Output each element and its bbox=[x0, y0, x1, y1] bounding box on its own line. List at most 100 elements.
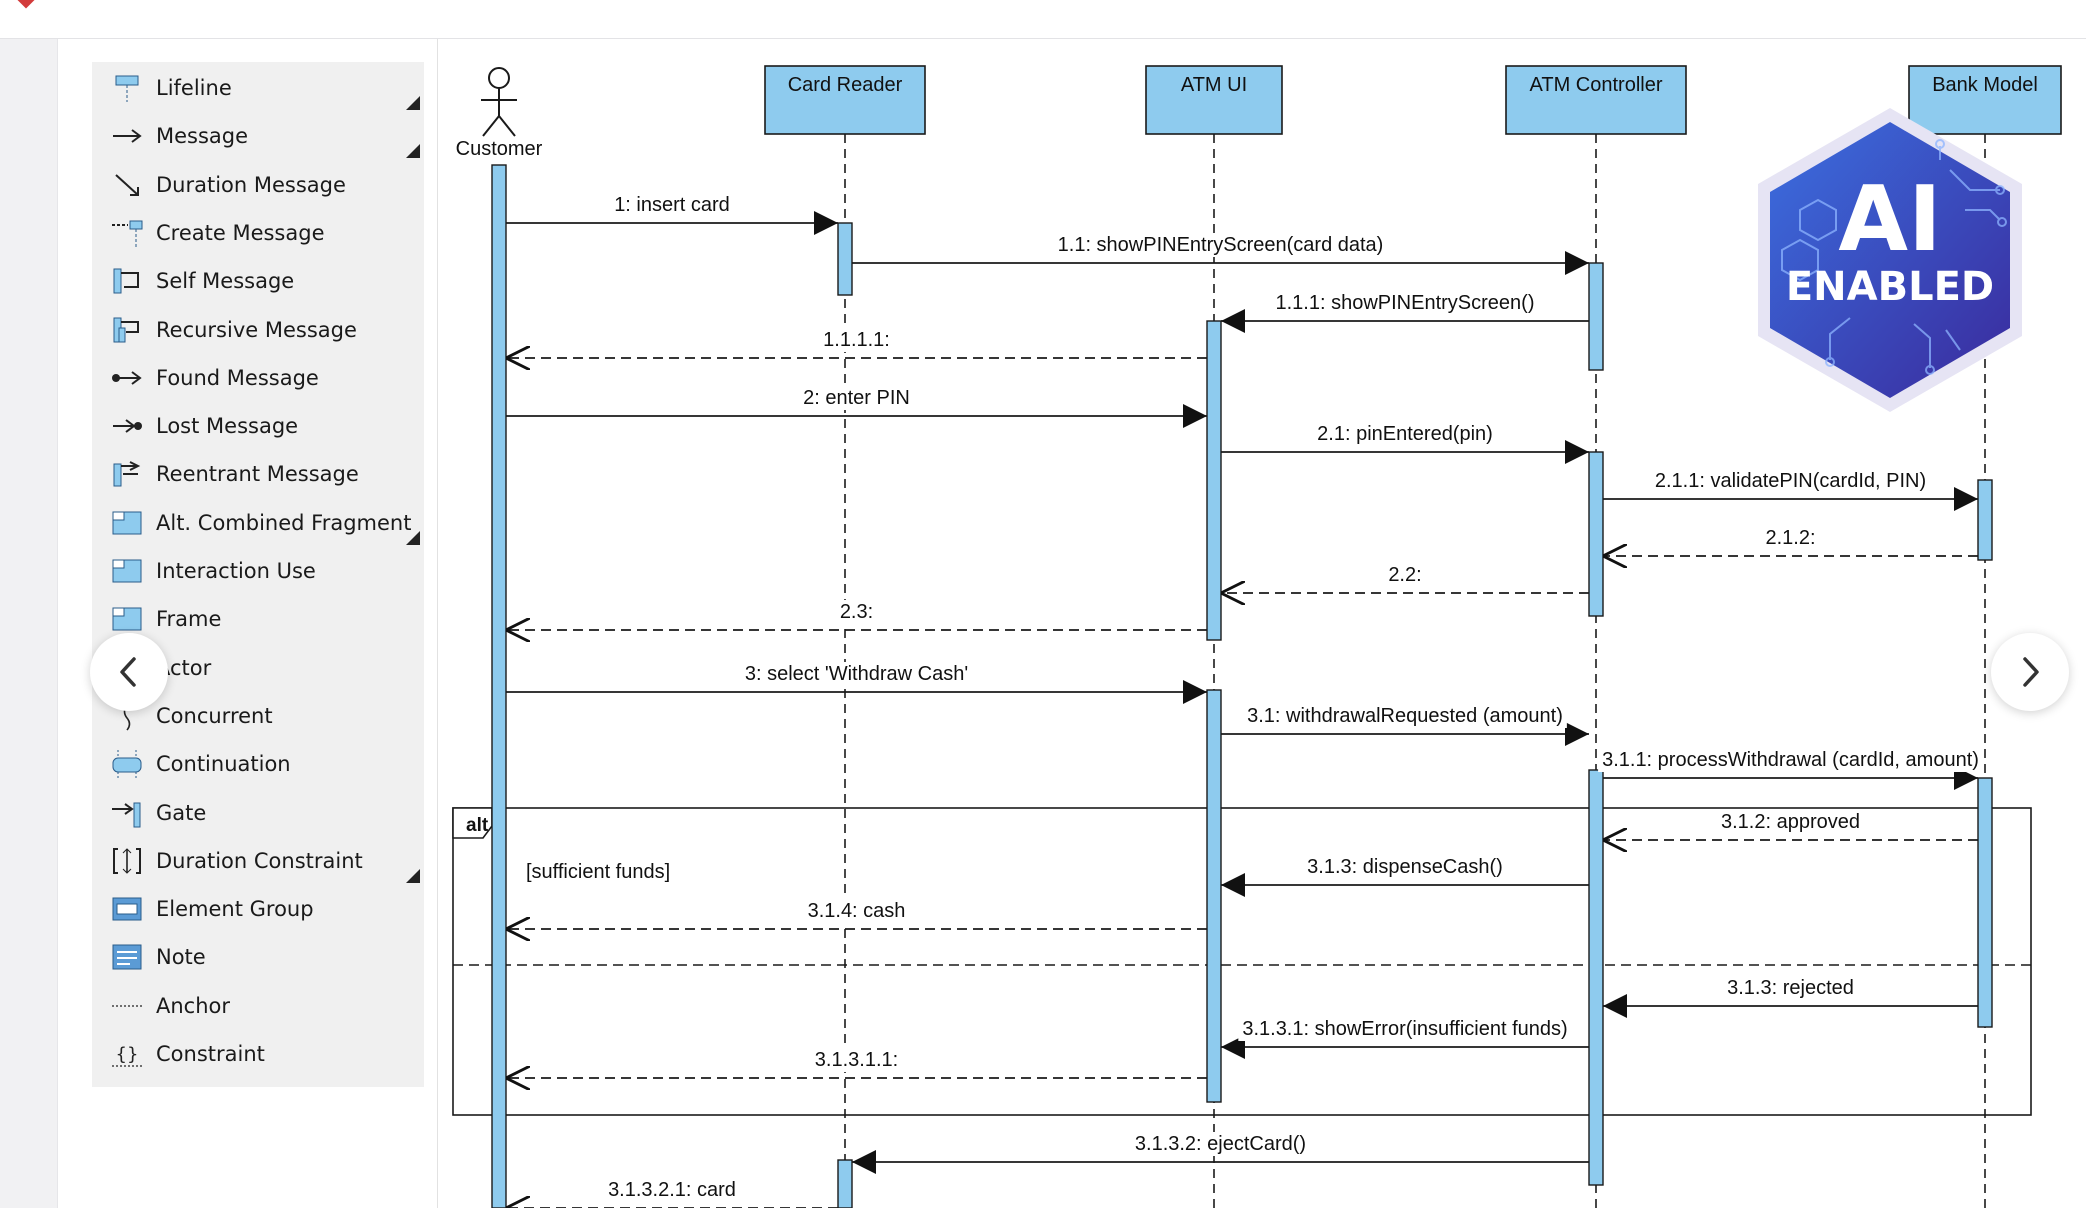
message-3-1-3-2-1-card[interactable]: 3.1.3.2.1: card bbox=[506, 1178, 838, 1208]
badge-line-1: AI bbox=[1838, 167, 1941, 272]
constraint-icon: {} bbox=[112, 1044, 142, 1067]
palette-item-lifeline[interactable]: Lifeline bbox=[92, 66, 424, 110]
interaction-use-icon bbox=[112, 559, 142, 583]
palette-item-label: Lost Message bbox=[156, 414, 299, 439]
message-3-select-withdraw-cash[interactable]: 3: select 'Withdraw Cash' bbox=[506, 662, 1207, 704]
submenu-indicator-icon[interactable] bbox=[406, 144, 420, 159]
palette-item-note[interactable]: Note bbox=[92, 935, 424, 979]
palette-item-label: Continuation bbox=[156, 752, 291, 777]
palette-item-concurrent[interactable]: Concurrent bbox=[92, 694, 424, 738]
palette-item-label: Found Message bbox=[156, 365, 319, 390]
message-3-1-1-processwithdrawal-cardid-amount[interactable]: 3.1.1: processWithdrawal (cardId, amount… bbox=[1598, 748, 1983, 790]
palette-item-label: Anchor bbox=[156, 993, 231, 1018]
self-message-icon bbox=[113, 268, 139, 294]
combined-fragment-icon bbox=[112, 511, 142, 535]
palette-item-create-message[interactable]: Create Message bbox=[92, 211, 424, 255]
frame-icon bbox=[112, 607, 142, 631]
message-1-1-1-showpinentryscreen[interactable]: 1.1.1: showPINEntryScreen() bbox=[1221, 291, 1589, 333]
message-2-enter-pin[interactable]: 2: enter PIN bbox=[506, 386, 1207, 428]
palette-item-anchor[interactable]: Anchor bbox=[92, 984, 424, 1028]
submenu-indicator-icon[interactable] bbox=[406, 96, 420, 110]
palette-item-element-group[interactable]: Element Group bbox=[92, 887, 424, 931]
activation-bar-atm-ui bbox=[1206, 689, 1222, 1103]
message-3-1-3-2-ejectcard[interactable]: 3.1.3.2: ejectCard() bbox=[852, 1132, 1589, 1174]
message-arrow-icon bbox=[113, 129, 142, 144]
message-1-insert-card[interactable]: 1: insert card bbox=[506, 193, 838, 235]
recursive-message-icon bbox=[113, 317, 139, 342]
palette-item-recursive-message[interactable]: Recursive Message bbox=[92, 308, 424, 352]
lifeline-head-box bbox=[764, 65, 926, 135]
message-3-1-3-rejected[interactable]: 3.1.3: rejected bbox=[1603, 976, 1978, 1018]
top-bar bbox=[0, 0, 2086, 39]
lifeline-head-box bbox=[1505, 65, 1687, 135]
palette-item-label: Concurrent bbox=[156, 703, 273, 728]
submenu-indicator-icon[interactable] bbox=[406, 868, 420, 883]
activation-bar-atm-controller bbox=[1588, 769, 1604, 1186]
note-icon bbox=[112, 944, 142, 970]
message-label-bg bbox=[1384, 563, 1426, 587]
duration-message-icon bbox=[115, 173, 139, 196]
palette-item-duration-constraint[interactable]: Duration Constraint bbox=[92, 839, 424, 883]
palette-item-gate[interactable]: Gate bbox=[92, 791, 424, 835]
message-label: 3.1.3: rejected bbox=[1727, 977, 1854, 999]
message-2-3[interactable]: 2.3: bbox=[506, 600, 1207, 630]
lifeline-label: ATM UI bbox=[1181, 74, 1247, 96]
message-1-1-showpinentryscreen-card-data[interactable]: 1.1: showPINEntryScreen(card data) bbox=[852, 233, 1589, 275]
message-label: 3: select 'Withdraw Cash' bbox=[745, 663, 968, 685]
message-label: 3.1.3: dispenseCash() bbox=[1307, 856, 1503, 878]
message-3-1-3-1-1[interactable]: 3.1.3.1.1: bbox=[506, 1048, 1207, 1078]
palette-item-label: Alt. Combined Fragment bbox=[156, 510, 412, 535]
palette-item-label: Gate bbox=[156, 800, 207, 825]
message-label: 3.1.1: processWithdrawal (cardId, amount… bbox=[1602, 749, 1979, 771]
palette-item-found-message[interactable]: Found Message bbox=[92, 356, 424, 400]
actor-label: Customer bbox=[456, 138, 543, 160]
message-2-2[interactable]: 2.2: bbox=[1221, 563, 1589, 593]
chevron-right-icon bbox=[2023, 657, 2039, 687]
palette-item-label: Reentrant Message bbox=[156, 462, 359, 487]
carousel-prev-button[interactable] bbox=[90, 633, 168, 711]
lifeline-atm-ui[interactable]: ATM UI bbox=[1145, 65, 1283, 1208]
message-3-1-3-1-showerror-insufficient-funds[interactable]: 3.1.3.1: showError(insufficient funds) bbox=[1221, 1017, 1589, 1059]
message-3-1-3-dispensecash[interactable]: 3.1.3: dispenseCash() bbox=[1221, 855, 1589, 897]
lifeline-card-reader[interactable]: Card Reader bbox=[764, 65, 926, 1208]
palette-item-label: Note bbox=[156, 945, 206, 970]
found-message-icon bbox=[112, 370, 142, 385]
message-3-1-withdrawalrequested-amount[interactable]: 3.1: withdrawalRequested (amount) bbox=[1221, 704, 1589, 746]
submenu-indicator-icon[interactable] bbox=[406, 530, 420, 545]
palette-item-duration-message[interactable]: Duration Message bbox=[92, 163, 424, 207]
alt-combined-fragment[interactable]: alt[sufficient funds] bbox=[452, 807, 2032, 1116]
message-label: 3.1.3.2.1: card bbox=[608, 1179, 736, 1201]
message-2-1-pinentered-pin[interactable]: 2.1: pinEntered(pin) bbox=[1221, 422, 1589, 464]
palette-item-self-message[interactable]: Self Message bbox=[92, 259, 424, 303]
palette-item-continuation[interactable]: Continuation bbox=[92, 742, 424, 786]
message-2-1-2[interactable]: 2.1.2: bbox=[1603, 526, 1978, 556]
palette-item-frame[interactable]: Frame bbox=[92, 597, 424, 641]
activation-bar-atm-ui bbox=[1206, 320, 1222, 641]
message-1-1-1-1[interactable]: 1.1.1.1: bbox=[506, 328, 1207, 358]
message-label-bg bbox=[1598, 748, 1983, 772]
actor-customer[interactable]: Customer bbox=[456, 67, 543, 160]
fragment-guard: [sufficient funds] bbox=[526, 861, 670, 883]
palette-item-lost-message[interactable]: Lost Message bbox=[92, 404, 424, 448]
message-3-1-4-cash[interactable]: 3.1.4: cash bbox=[506, 899, 1207, 929]
lifeline-bank-model[interactable]: Bank Model bbox=[1908, 65, 2062, 1208]
palette-item-interaction-use[interactable]: Interaction Use bbox=[92, 549, 424, 593]
message-label-bg bbox=[1130, 1132, 1311, 1156]
palette-item-reentrant-message[interactable]: Reentrant Message bbox=[92, 452, 424, 496]
lifeline-atm-controller[interactable]: ATM Controller bbox=[1505, 65, 1687, 1208]
carousel-next-button[interactable] bbox=[1991, 633, 2069, 711]
palette-item-message[interactable]: Message bbox=[92, 114, 424, 159]
palette-item-constraint[interactable]: {}Constraint bbox=[92, 1032, 424, 1076]
message-2-1-1-validatepin-cardid-pin[interactable]: 2.1.1: validatePIN(cardId, PIN) bbox=[1603, 469, 1978, 511]
message-label-bg bbox=[1717, 810, 1864, 834]
palette-item-alt-combined-fragment[interactable]: Alt. Combined Fragment bbox=[92, 501, 424, 545]
message-3-1-2-approved[interactable]: 3.1.2: approved bbox=[1603, 810, 1978, 840]
fragment-operator-tab bbox=[452, 807, 493, 839]
actor-head bbox=[488, 67, 510, 89]
message-label: 3.1: withdrawalRequested (amount) bbox=[1247, 705, 1563, 727]
message-label-bg bbox=[740, 662, 973, 686]
activation-bar-card-reader bbox=[837, 222, 853, 296]
message-label-bg bbox=[799, 386, 914, 410]
message-label: 2.2: bbox=[1388, 564, 1421, 586]
